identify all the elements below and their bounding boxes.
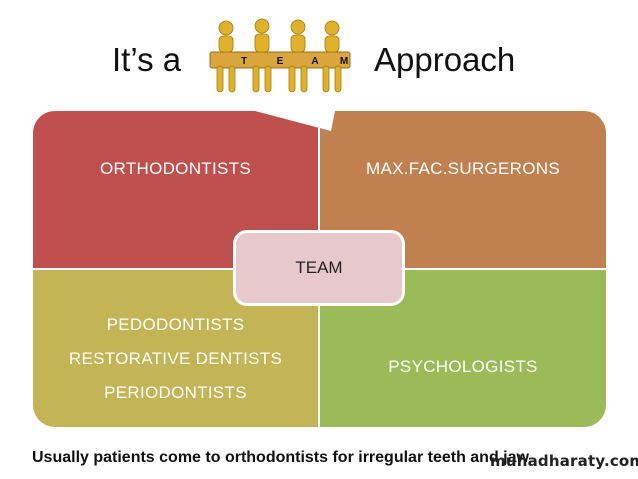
quadrant-label-periodontists: PERIODONTISTS	[104, 382, 247, 402]
watermark-text: muhadharaty.com	[490, 452, 638, 470]
caption-text: Usually patients come to orthodontists f…	[32, 449, 529, 466]
center-team-box: TEAM	[233, 230, 405, 306]
quadrant-label-top-right: MAX.FAC.SURGERONS	[365, 159, 561, 178]
quadrant-psychologists: PSYCHOLOGISTS	[320, 270, 606, 427]
figure-letter-m: M	[340, 56, 348, 67]
figure-letter-a: A	[311, 56, 318, 67]
center-team-label: TEAM	[295, 258, 343, 277]
figure-letter-e: E	[277, 56, 284, 67]
figure-letter-t: T	[241, 56, 247, 67]
quadrant-label-restorative: RESTORATIVE DENTISTS	[68, 348, 283, 368]
quadrant-label-bottom-right: PSYCHOLOGISTS	[388, 356, 538, 376]
title-prefix: It’s a	[112, 41, 182, 78]
team-figures-image: T E A M	[209, 18, 351, 93]
quadrant-label-top-left: ORTHODONTISTS	[100, 159, 251, 178]
title-suffix: Approach	[374, 41, 516, 78]
quadrant-label-pedodontists: PEDODONTISTS	[106, 314, 245, 334]
